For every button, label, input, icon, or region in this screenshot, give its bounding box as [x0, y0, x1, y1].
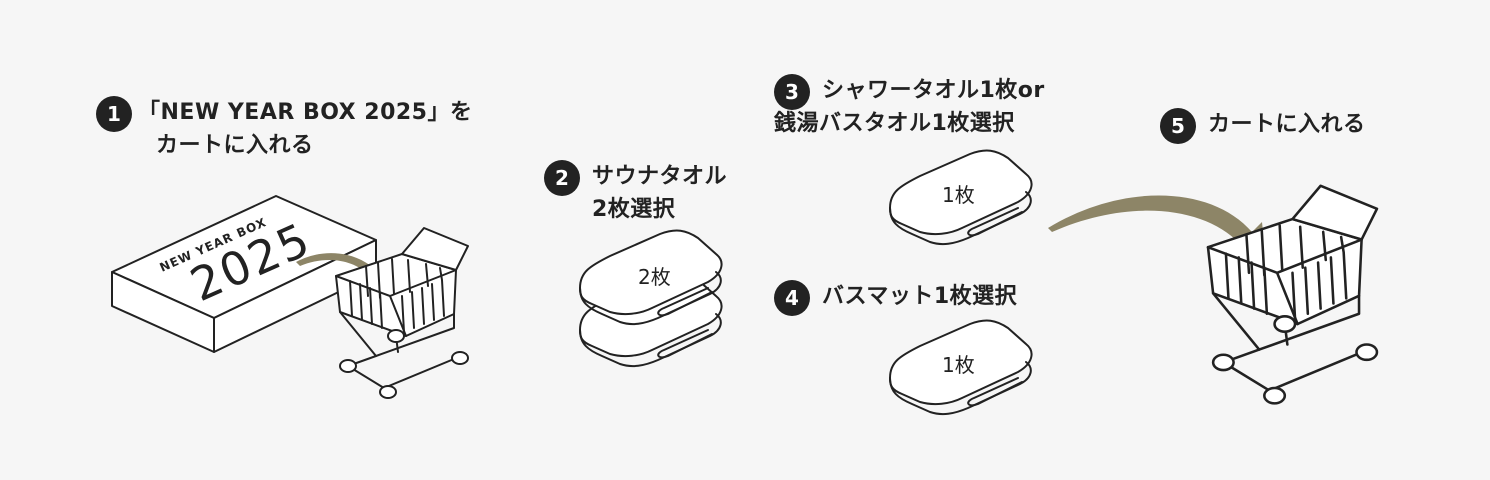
step-2-line-2: 2枚選択: [592, 197, 676, 222]
step-1-label: 「NEW YEAR BOX 2025」を カートに入れる: [138, 96, 473, 162]
step-2-label: サウナタオル 2枚選択: [592, 160, 727, 226]
bath-mat-count: 1枚: [942, 353, 975, 377]
step-2-badge: 2: [544, 160, 580, 196]
shower-towel-illustration: 1枚: [889, 149, 1033, 246]
bath-mat-illustration: 1枚: [889, 319, 1033, 416]
step-5-label: カートに入れる: [1208, 108, 1366, 141]
step-2: 2 サウナタオル 2枚選択: [544, 160, 727, 226]
arrow-box-to-cart: [296, 253, 384, 286]
step-4-label: バスマット1枚選択: [822, 280, 1017, 313]
new-year-box-illustration: NEW YEAR BOX 2025: [111, 195, 377, 353]
step-3-line-2: 銭湯バスタオル1枚選択: [774, 111, 1015, 136]
step-4-badge: 4: [774, 280, 810, 316]
step-2-line-1: サウナタオル: [592, 164, 728, 189]
step-4: 4 バスマット1枚選択: [774, 280, 1017, 316]
step-1-line-1: 「NEW YEAR BOX 2025」を: [138, 100, 473, 125]
step-3: 3 シャワータオル1枚or 銭湯バスタオル1枚選択: [774, 74, 1045, 140]
shower-towel-count: 1枚: [942, 183, 975, 207]
arrow-to-cart: [1048, 195, 1266, 262]
step-3-label: シャワータオル1枚or 銭湯バスタオル1枚選択: [774, 74, 1045, 140]
step-1: 1 「NEW YEAR BOX 2025」を カートに入れる: [96, 96, 473, 162]
step-1-badge: 1: [96, 96, 132, 132]
step-5-line-1: カートに入れる: [1208, 112, 1366, 137]
step-4-line-1: バスマット1枚選択: [822, 284, 1018, 309]
step-3-badge: 3: [774, 74, 810, 110]
sauna-towel-count: 2枚: [638, 265, 671, 289]
sauna-towel-stack-illustration: 2枚: [579, 229, 723, 368]
step-5-badge: 5: [1160, 108, 1196, 144]
step-3-line-1: シャワータオル1枚or: [822, 78, 1045, 103]
step-5: 5 カートに入れる: [1160, 108, 1366, 144]
step-1-line-2: カートに入れる: [156, 133, 314, 158]
